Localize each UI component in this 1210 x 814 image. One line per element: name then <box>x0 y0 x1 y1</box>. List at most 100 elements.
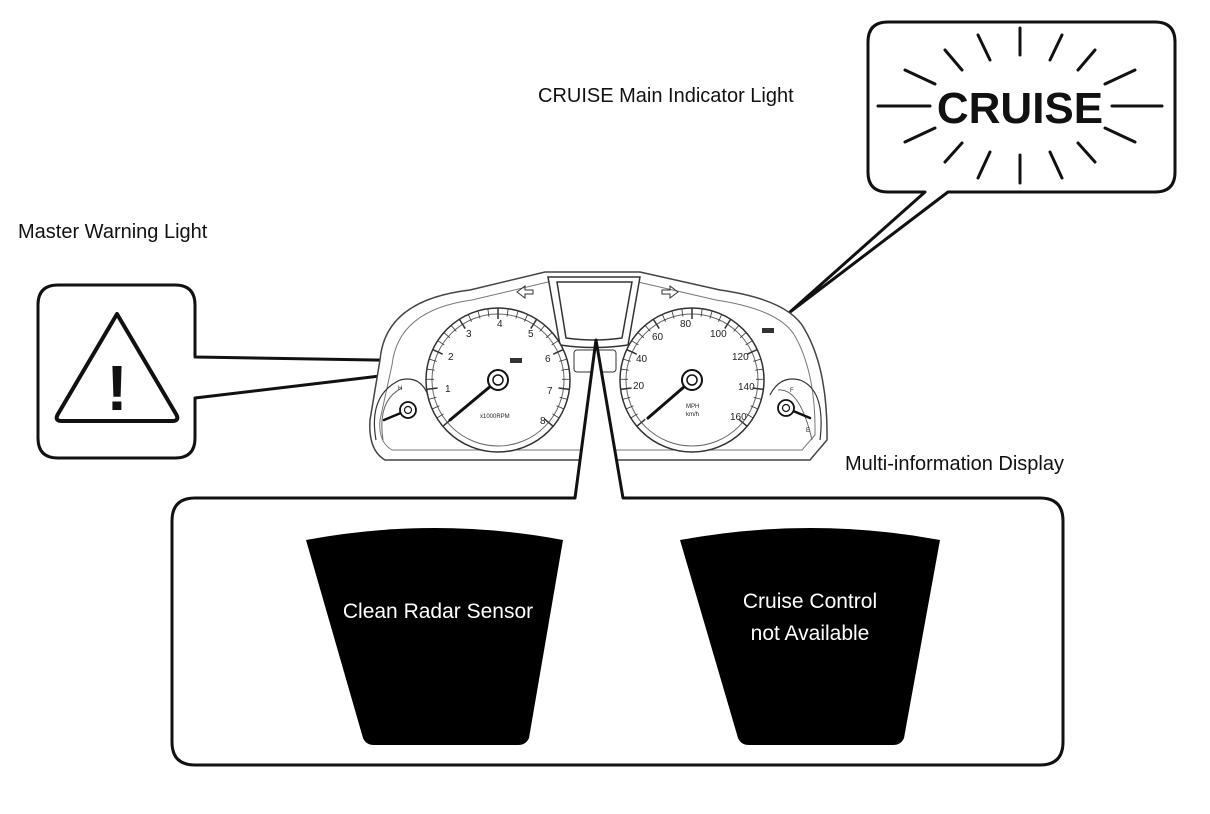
gauge-tick <box>637 332 645 339</box>
gauge-tick <box>652 318 660 329</box>
tach-unit: x1000RPM <box>480 414 510 420</box>
gauge-tick <box>556 405 565 410</box>
gauge-tick <box>620 368 629 371</box>
gauge-tick <box>437 340 445 346</box>
speedo-unit-kmh: km/h <box>686 412 699 418</box>
fuel-gauge: F E <box>769 378 822 441</box>
gauge-tick <box>738 418 748 427</box>
speedo-unit-mph: MPH <box>686 404 699 410</box>
gauge-tick <box>745 340 753 346</box>
gauge-tick <box>750 405 759 410</box>
gauge-tick <box>671 310 675 319</box>
mid-message-clean-radar: Clean Radar Sensor <box>343 600 533 623</box>
master-warning-callout: ! <box>36 283 500 460</box>
mid-message-cruise-control: Cruise Control <box>743 590 877 613</box>
gauge-tick <box>724 318 732 329</box>
speedo-tick-label: 160 <box>730 412 747 423</box>
gauge-tick <box>428 396 437 400</box>
speedo-tick-label: 100 <box>710 329 727 340</box>
gauge-tick <box>467 314 472 322</box>
gauge-tick <box>551 340 559 346</box>
gauge-tick <box>630 413 638 419</box>
tach-tick-label: 2 <box>448 352 454 363</box>
gauge-tick <box>559 396 568 400</box>
tach-tick-label: 3 <box>466 329 472 340</box>
gauge-tick <box>636 418 646 427</box>
speedo-tick-label: 20 <box>633 381 645 392</box>
speedo-tick-label: 60 <box>652 332 664 343</box>
cruise-indicator-label: CRUISE Main Indicator Light <box>538 85 794 107</box>
tach-tick-label: 4 <box>497 319 503 330</box>
gauge-tick <box>622 396 631 400</box>
mid-screen-right: Cruise Control not Available <box>680 528 940 745</box>
gauge-tick <box>718 314 723 322</box>
gauge-tick <box>700 308 703 317</box>
tachometer: 1 2 3 4 5 6 7 8 x1000RPM <box>425 307 571 453</box>
gauge-tick <box>428 358 437 362</box>
fuel-full-label: F <box>790 388 794 394</box>
cruise-indicator-text: CRUISE <box>937 84 1103 133</box>
gauge-tick <box>620 387 632 391</box>
master-warning-lamp <box>510 358 522 363</box>
gauge-tick <box>644 325 651 332</box>
multi-info-display-label: Multi-information Display <box>845 453 1064 475</box>
gauge-tick <box>450 325 457 332</box>
gauge-tick <box>552 413 560 419</box>
gauge-tick <box>443 332 451 339</box>
instrument-cluster: 1 2 3 4 5 6 7 8 x1000RPM 20 40 60 80 100… <box>369 271 828 461</box>
gauge-tick <box>545 332 553 339</box>
speedometer: 20 40 60 80 100 120 140 160 MPH km/h <box>619 307 774 453</box>
gauge-tick <box>626 348 638 355</box>
gauge-tick <box>544 418 554 427</box>
fuel-empty-label: E <box>806 428 810 434</box>
gauge-tick <box>458 318 466 329</box>
tach-tick-label: 8 <box>540 416 546 427</box>
gauge-tick <box>631 340 639 346</box>
cruise-light-rays <box>876 26 1164 185</box>
gauge-tick <box>746 348 758 355</box>
gauge-tick <box>552 348 564 355</box>
gauge-tick <box>622 358 631 362</box>
gauge-tick <box>539 325 546 332</box>
warning-triangle-icon: ! <box>54 312 180 424</box>
cruise-indicator-lamp <box>762 328 774 333</box>
tach-tick-label: 6 <box>545 354 551 365</box>
gauge-tick <box>709 310 713 319</box>
gauge-tick <box>733 325 740 332</box>
gauge-tick <box>755 368 764 371</box>
gauge-tick <box>432 348 444 355</box>
speedo-tick-label: 80 <box>680 319 692 330</box>
tach-tick-label: 5 <box>528 329 534 340</box>
gauge-tick <box>426 387 438 391</box>
gauge-tick <box>739 332 747 339</box>
gauge-tick <box>753 396 762 400</box>
tach-tick-label: 7 <box>547 386 553 397</box>
gauge-tick <box>487 308 490 317</box>
gauge-tick <box>561 368 570 371</box>
gauge-tick <box>506 308 509 317</box>
gauge-tick <box>559 358 568 362</box>
gauge-tick <box>524 314 529 322</box>
master-warning-label: Master Warning Light <box>18 221 208 243</box>
gauge-tick <box>661 314 666 322</box>
mid-message-not-available: not Available <box>751 622 870 645</box>
turn-left-arrow-icon <box>516 285 534 299</box>
speedo-tick-label: 120 <box>732 352 749 363</box>
gauge-tick <box>752 387 764 391</box>
cruise-callout: CRUISE <box>788 20 1177 314</box>
warning-exclamation: ! <box>106 352 127 424</box>
gauge-tick <box>530 318 538 329</box>
mid-screen-left: Clean Radar Sensor <box>306 528 563 745</box>
multi-info-display-callout: Clean Radar Sensor Cruise Control not Av… <box>170 338 1065 767</box>
turn-right-arrow-icon <box>661 285 679 299</box>
gauge-tick <box>477 310 481 319</box>
tach-tick-label: 1 <box>445 384 451 395</box>
temperature-gauge: H <box>373 378 429 441</box>
gauge-tick <box>515 310 519 319</box>
temp-hot-label: H <box>398 386 402 392</box>
gauge-tick <box>431 405 440 410</box>
speedo-tick-label: 140 <box>738 382 755 393</box>
gauge-tick <box>753 358 762 362</box>
gauge-tick <box>681 308 684 317</box>
gauge-tick <box>625 405 634 410</box>
